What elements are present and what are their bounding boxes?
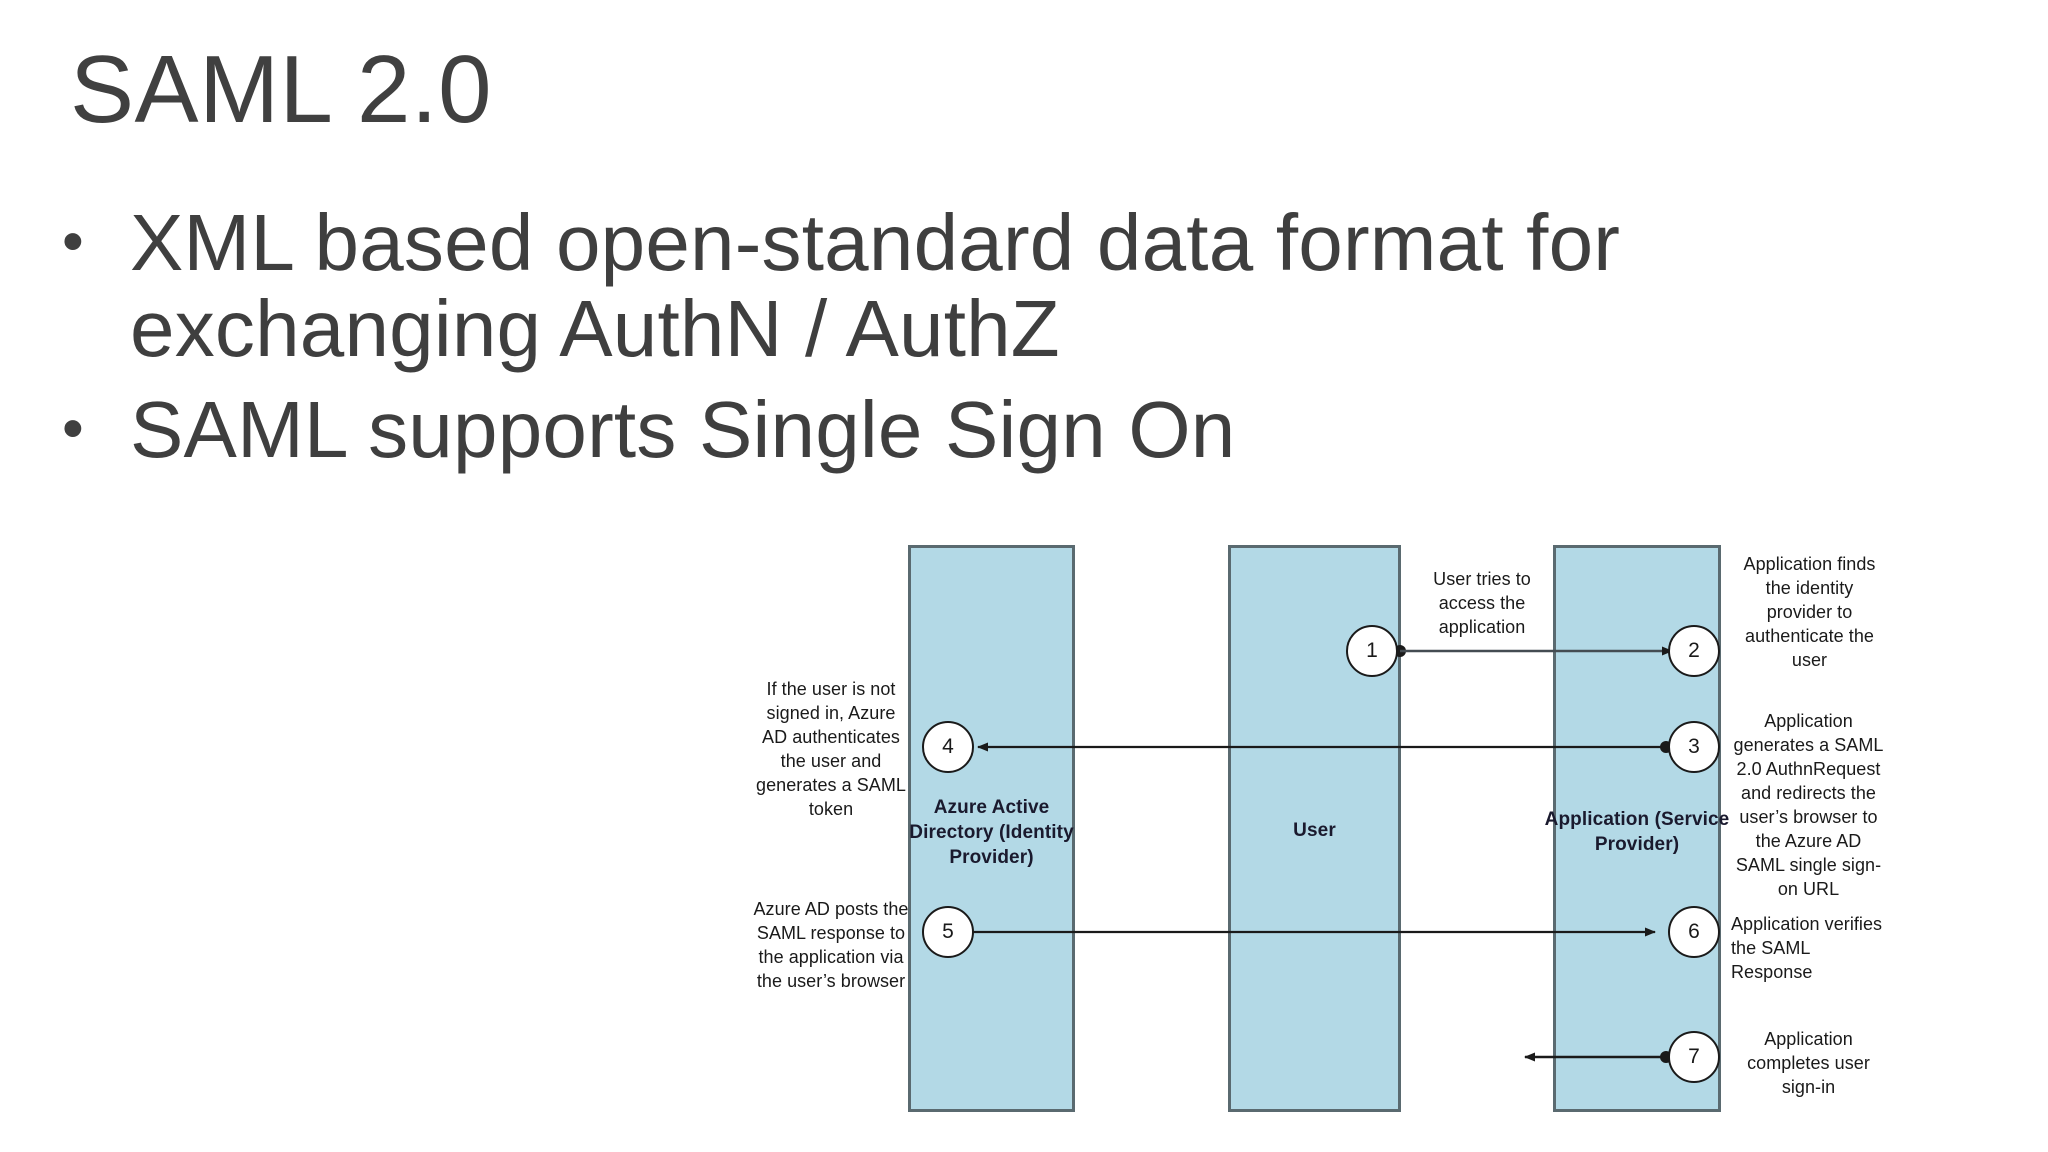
page-title: SAML 2.0 (70, 36, 492, 143)
step-marker-7[interactable]: 7 (1668, 1031, 1720, 1083)
list-item: • SAML supports Single Sign On (62, 384, 1702, 474)
lane-label-user: User (1293, 820, 1336, 841)
step-marker-6[interactable]: 6 (1668, 906, 1720, 958)
step-marker-2[interactable]: 2 (1668, 625, 1720, 677)
bullet-point-icon: • (62, 393, 84, 463)
step-marker-5[interactable]: 5 (922, 906, 974, 958)
note-step-5: Azure AD posts the SAML response to the … (753, 899, 909, 991)
lane-label-application: Application (Service Provider) (1544, 809, 1730, 856)
list-item: • XML based open-standard data format fo… (62, 198, 1702, 374)
note-step-3: Application generates a SAML 2.0 AuthnRe… (1733, 711, 1884, 899)
note-step-1: User tries to access the application (1433, 569, 1531, 637)
bullet-point-icon: • (62, 207, 84, 276)
lane-identity-provider (908, 545, 1075, 1112)
note-step-2: Application finds the identity provider … (1743, 554, 1876, 670)
step-marker-1[interactable]: 1 (1346, 625, 1398, 677)
step-marker-3[interactable]: 3 (1668, 721, 1720, 773)
bullet-list: • XML based open-standard data format fo… (62, 198, 1702, 474)
bullet-text: XML based open-standard data format for … (130, 198, 1621, 374)
bullet-text: SAML supports Single Sign On (130, 384, 1236, 474)
note-step-6: Application verifies the SAML Response (1731, 914, 1883, 982)
note-step-4: If the user is not signed in, Azure AD a… (756, 679, 906, 819)
note-step-7: Application completes user sign-in (1747, 1029, 1870, 1097)
step-marker-4[interactable]: 4 (922, 721, 974, 773)
lane-label-identity-provider: Azure Active Directory (Identity Provide… (909, 797, 1074, 869)
